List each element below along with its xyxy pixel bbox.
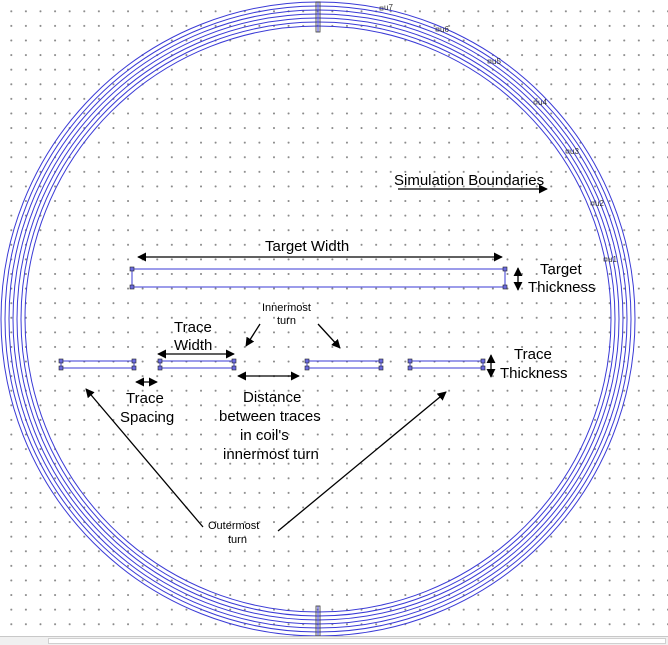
turn-label-u2: u2 <box>595 199 604 208</box>
coil-trace-1[interactable] <box>58 358 137 371</box>
boundary-ring <box>12 13 624 625</box>
trace-spacing-label-line2: Spacing <box>120 409 174 426</box>
distance-label-line2: between traces <box>219 408 321 425</box>
trace-width-label-line1: Trace <box>174 319 212 336</box>
turn-label-u1: u1 <box>608 255 617 264</box>
turn-label-u7: u7 <box>384 3 393 12</box>
simulation-boundaries-label: Simulation Boundaries <box>394 172 544 189</box>
innermost-turn-arrow-right <box>317 323 341 349</box>
distance-label-line1: Distance <box>243 389 301 406</box>
innermost-turn-label-line2: turn <box>277 315 296 327</box>
outermost-turn-label-line1: Outermost <box>208 520 259 532</box>
turn-label-u3: u3 <box>570 147 579 156</box>
outermost-turn-label-line2: turn <box>228 534 247 546</box>
innermost-turn-arrow-left <box>245 323 261 347</box>
target-thickness-label-line1: Target <box>540 261 583 278</box>
turn-label-u4: u4 <box>538 98 547 107</box>
trace-width-label-line2: Width <box>174 337 212 354</box>
target-rect[interactable] <box>129 266 508 290</box>
boundary-ring <box>24 25 612 613</box>
annotation-labels: Simulation Boundaries Target Width Targe… <box>120 172 596 546</box>
turn-label-u6: u6 <box>440 25 449 34</box>
target-width-label: Target Width <box>265 238 349 255</box>
distance-label-line3: in coil's <box>240 427 289 444</box>
distance-label-line4: innermost turn <box>223 446 319 463</box>
ring-seam-bottom <box>315 605 321 636</box>
innermost-turn-label-line1: Innermost <box>262 302 311 314</box>
coil-trace-4[interactable] <box>407 358 486 371</box>
turn-labels: u1 u2 u3 u4 u5 u6 u7 <box>379 3 617 264</box>
coil-trace-2[interactable] <box>157 358 237 371</box>
scrollbar-track[interactable] <box>48 638 666 644</box>
outermost-turn-arrow-right <box>277 391 447 532</box>
trace-spacing-label-line1: Trace <box>126 390 164 407</box>
trace-thickness-label-line2: Thickness <box>500 365 568 382</box>
annotation-arrows <box>85 184 548 532</box>
ring-seam-top <box>315 1 321 33</box>
boundary-ring <box>16 17 620 621</box>
coil-trace-3[interactable] <box>304 358 384 371</box>
target-thickness-label-line2: Thickness <box>528 279 596 296</box>
trace-thickness-label-line1: Trace <box>514 346 552 363</box>
turn-label-u5: u5 <box>492 57 501 66</box>
outermost-turn-arrow-left <box>85 388 204 528</box>
boundary-ring <box>20 21 616 617</box>
